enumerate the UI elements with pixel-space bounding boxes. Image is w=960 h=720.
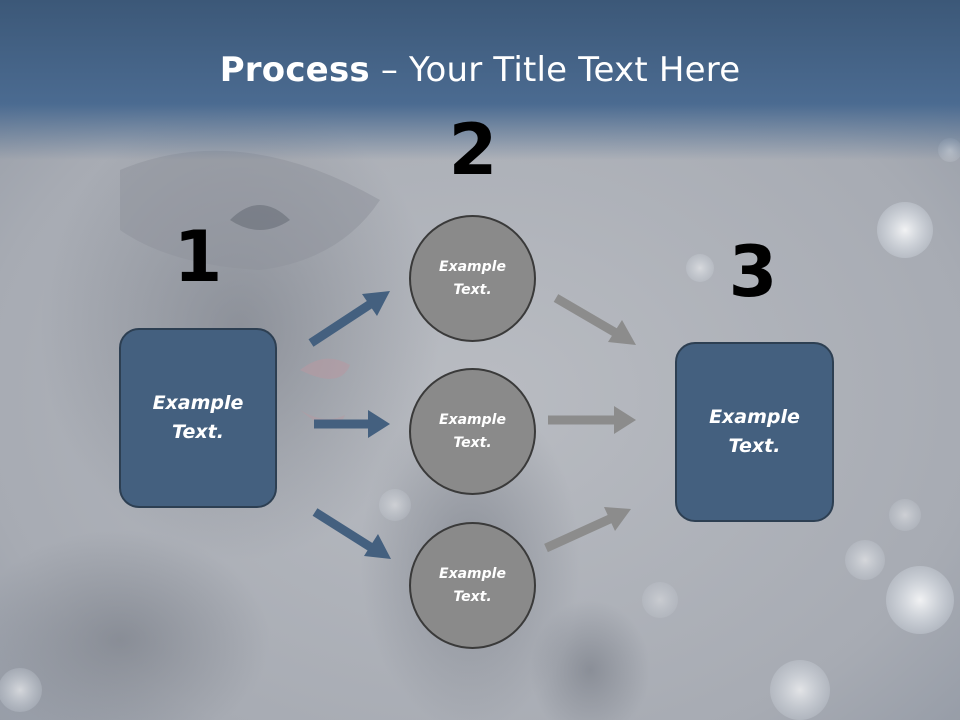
step-1-box[interactable]: Example Text. bbox=[119, 328, 277, 508]
step-2-circle-top[interactable]: Example Text. bbox=[409, 215, 536, 342]
arrow-2b-to-3 bbox=[548, 406, 636, 434]
step-number-2: 2 bbox=[448, 109, 498, 191]
step-2-circle-middle-text: Example Text. bbox=[439, 411, 506, 451]
slide-title: Process – Your Title Text Here bbox=[0, 50, 960, 90]
step-2-circle-middle[interactable]: Example Text. bbox=[409, 368, 536, 495]
arrow-2c-to-3 bbox=[544, 507, 631, 553]
arrow-1-to-2b bbox=[314, 410, 390, 438]
step-1-text: Example Text. bbox=[152, 392, 244, 443]
step-2-circle-bottom[interactable]: Example Text. bbox=[409, 522, 536, 649]
step-number-3: 3 bbox=[728, 231, 778, 313]
step-number-1: 1 bbox=[173, 216, 223, 298]
step-2-circle-top-text: Example Text. bbox=[439, 258, 506, 298]
step-3-box[interactable]: Example Text. bbox=[675, 342, 834, 522]
title-bold: Process bbox=[219, 50, 370, 90]
arrow-2a-to-3 bbox=[553, 294, 636, 345]
arrow-1-to-2c bbox=[312, 508, 391, 559]
title-rest: – Your Title Text Here bbox=[369, 50, 741, 90]
arrow-1-to-2a bbox=[308, 291, 390, 347]
step-3-text: Example Text. bbox=[709, 406, 800, 457]
step-2-circle-bottom-text: Example Text. bbox=[439, 565, 506, 605]
